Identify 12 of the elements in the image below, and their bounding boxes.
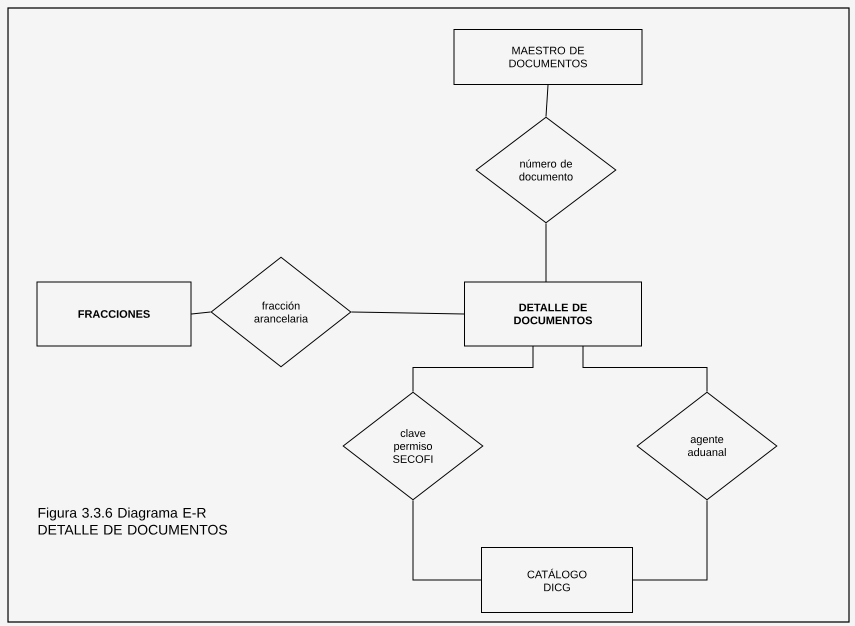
connector-line (412, 500, 482, 580)
entity-box: FRACCIONES (36, 282, 192, 346)
connector-line (632, 500, 708, 580)
entity-box: DETALLE DE DOCUMENTOS (464, 282, 642, 346)
connector-line (351, 312, 464, 314)
entity-box: CATÁLOGO DICG (481, 547, 633, 613)
connector-line (412, 346, 534, 392)
entity-box: MAESTRO DE DOCUMENTOS (454, 29, 642, 85)
connector-line (546, 84, 548, 117)
caption: Figura 3.3.6 Diagrama E-R DETALLE DE DOCUMENTOS (38, 508, 227, 535)
connector-line (582, 346, 708, 392)
connector-line (191, 312, 211, 314)
